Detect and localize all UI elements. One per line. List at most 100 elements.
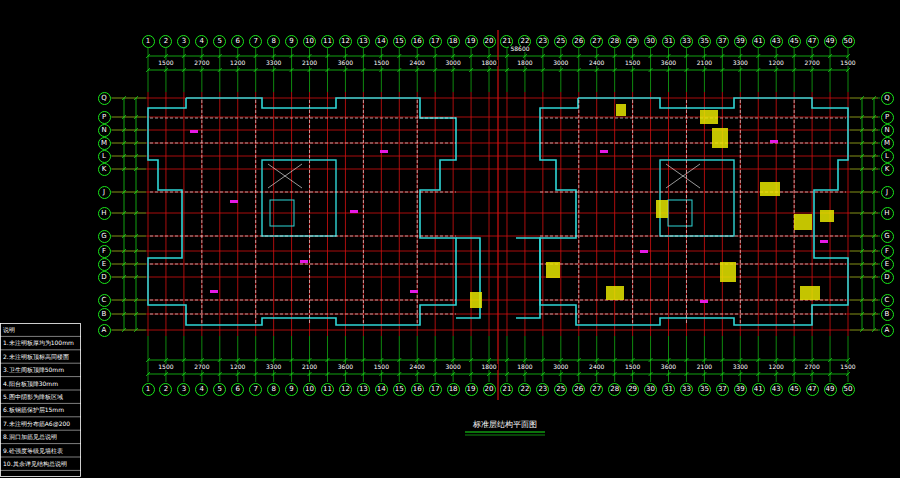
axis-bubble: L — [881, 150, 894, 163]
dimension-tick — [613, 358, 617, 362]
dimension-text: 2700 — [803, 364, 820, 370]
dimension-tick — [254, 372, 258, 376]
lowered-slab-hatch — [606, 286, 624, 300]
axis-bubble: 45 — [788, 383, 801, 396]
axis-line — [327, 92, 328, 336]
axis-number: M — [101, 140, 107, 147]
axis-line — [758, 92, 759, 336]
axis-line — [399, 92, 400, 336]
axis-number: C — [102, 297, 107, 304]
axis-bubble: 2 — [159, 35, 172, 48]
dimension-tick — [631, 54, 635, 58]
notes-table — [1, 324, 81, 477]
axis-number: 3 — [182, 386, 186, 393]
dimension-tick — [122, 128, 126, 132]
beam-line — [150, 192, 456, 193]
axis-leader — [506, 336, 507, 382]
dimension-tick — [872, 154, 876, 158]
dimension-tick — [343, 372, 347, 376]
drawing-title: 标准层结构平面图 — [473, 421, 537, 429]
dimension-tick — [146, 358, 150, 362]
axis-bubble: 7 — [249, 35, 262, 48]
dimension-tick — [595, 54, 599, 58]
dimension-tick — [872, 298, 876, 302]
axis-leader — [345, 336, 346, 382]
dimension-tick — [541, 54, 545, 58]
slab-mark — [820, 240, 828, 243]
dimension-tick — [649, 358, 653, 362]
dimension-tick — [134, 211, 138, 215]
axis-number: 33 — [682, 38, 691, 45]
beam-line — [150, 236, 456, 237]
dimension-tick — [290, 372, 294, 376]
axis-bubble: 21 — [500, 383, 513, 396]
axis-number: 23 — [538, 38, 547, 45]
axis-bubble: 45 — [788, 35, 801, 48]
slab-mark — [190, 130, 198, 133]
beam-line — [540, 236, 846, 237]
axis-bubble: 35 — [698, 35, 711, 48]
axis-number: J — [103, 189, 105, 196]
axis-bubble: H — [881, 207, 894, 220]
axis-number: 25 — [556, 38, 565, 45]
axis-number: 16 — [413, 386, 422, 393]
lowered-slab-hatch — [700, 110, 718, 124]
dimension-text: 2700 — [193, 60, 210, 66]
dimension-tick — [577, 358, 581, 362]
axis-leader — [850, 98, 880, 99]
beam-line — [150, 143, 456, 144]
title-underline — [465, 435, 545, 436]
axis-bubble: 17 — [429, 383, 442, 396]
axis-bubble: 12 — [339, 35, 352, 48]
dimension-tick — [720, 358, 724, 362]
axis-number: P — [102, 114, 106, 121]
axis-bubble: 37 — [716, 383, 729, 396]
axis-leader — [165, 336, 166, 382]
axis-bubble: 4 — [195, 35, 208, 48]
axis-number: 6 — [236, 386, 240, 393]
dimension-tick — [122, 167, 126, 171]
dimension-tick — [122, 141, 126, 145]
dimension-tick — [361, 54, 365, 58]
axis-number: 39 — [736, 386, 745, 393]
note-text: 说明 — [3, 327, 15, 333]
axis-bubble: 35 — [698, 383, 711, 396]
axis-number: 31 — [664, 386, 673, 393]
axis-number: 4 — [200, 38, 204, 45]
slab-mark — [600, 150, 608, 153]
axis-line — [542, 92, 543, 336]
axis-number: 1 — [146, 386, 150, 393]
dimension-tick — [872, 262, 876, 266]
axis-number: 41 — [754, 386, 763, 393]
dimension-tick — [720, 68, 724, 72]
dimension-tick — [325, 54, 329, 58]
axis-leader — [111, 277, 146, 278]
axis-line — [524, 92, 525, 336]
beam-line — [632, 100, 633, 324]
dimension-tick — [182, 372, 186, 376]
axis-bubble: 10 — [303, 35, 316, 48]
note-text: 1.未注明板厚均为100mm — [3, 340, 74, 346]
dimension-tick — [182, 68, 186, 72]
axis-number: 6 — [236, 38, 240, 45]
axis-leader — [435, 336, 436, 382]
axis-number: 28 — [610, 386, 619, 393]
axis-number: 50 — [844, 386, 853, 393]
dimension-tick — [720, 372, 724, 376]
dimension-tick — [290, 358, 294, 362]
dimension-tick — [872, 275, 876, 279]
axis-bubble: 26 — [572, 383, 585, 396]
beam-line — [540, 192, 846, 193]
slab-mark — [210, 290, 218, 293]
axis-line — [417, 92, 418, 336]
axis-bubble: 50 — [842, 383, 855, 396]
axis-number: H — [101, 210, 106, 217]
lift-shaft — [270, 200, 294, 226]
axis-bubble: 28 — [608, 35, 621, 48]
axis-bubble: 7 — [249, 383, 262, 396]
notes-row — [0, 457, 81, 458]
dimension-tick — [134, 262, 138, 266]
dimension-tick — [134, 141, 138, 145]
axis-number: 9 — [289, 38, 293, 45]
stair-mark — [666, 164, 700, 188]
